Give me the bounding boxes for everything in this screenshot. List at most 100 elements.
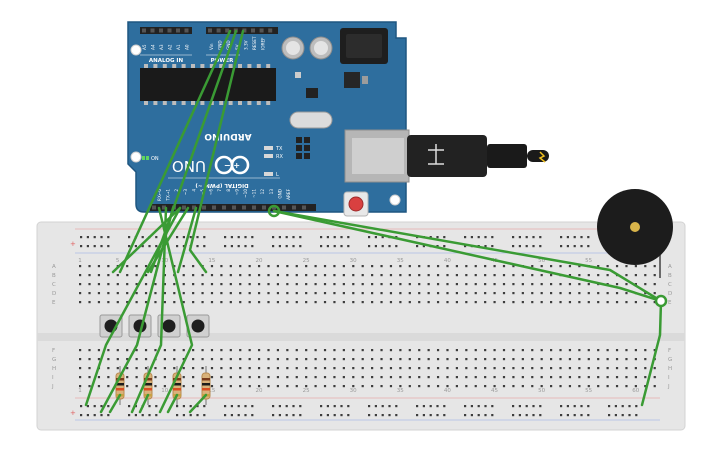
grid-hole[interactable] <box>625 292 628 295</box>
digital-pin[interactable] <box>222 205 226 210</box>
grid-hole[interactable] <box>116 292 119 295</box>
grid-hole[interactable] <box>380 265 383 268</box>
grid-hole[interactable] <box>295 358 298 361</box>
grid-hole[interactable] <box>465 301 468 304</box>
grid-hole[interactable] <box>521 283 524 286</box>
grid-hole[interactable] <box>286 385 289 388</box>
grid-hole[interactable] <box>484 367 487 370</box>
grid-hole[interactable] <box>126 265 129 268</box>
grid-hole[interactable] <box>144 301 148 304</box>
grid-hole[interactable] <box>192 358 195 361</box>
grid-hole[interactable] <box>418 349 421 352</box>
grid-hole[interactable] <box>295 385 298 388</box>
rail-hole[interactable] <box>443 245 446 248</box>
grid-hole[interactable] <box>559 292 562 295</box>
grid-hole[interactable] <box>163 367 166 370</box>
rail-hole[interactable] <box>381 236 384 239</box>
rail-hole[interactable] <box>374 245 377 248</box>
rail-hole[interactable] <box>491 245 494 248</box>
grid-hole[interactable] <box>333 265 336 268</box>
grid-hole[interactable] <box>474 376 477 379</box>
grid-hole[interactable] <box>173 265 176 268</box>
rail-hole[interactable] <box>182 405 185 408</box>
grid-hole[interactable] <box>267 358 270 361</box>
grid-hole[interactable] <box>276 283 280 286</box>
wires[interactable] <box>84 29 668 414</box>
grid-hole[interactable] <box>295 376 298 379</box>
rail-hole[interactable] <box>518 414 521 417</box>
grid-hole[interactable] <box>323 349 327 352</box>
grid-hole[interactable] <box>79 376 82 379</box>
grid-hole[interactable] <box>220 265 223 268</box>
grid-hole[interactable] <box>79 292 82 295</box>
grid-hole[interactable] <box>229 367 232 370</box>
grid-hole[interactable] <box>314 358 317 361</box>
rail-hole[interactable] <box>196 236 199 239</box>
rail-hole[interactable] <box>155 236 158 239</box>
grid-hole[interactable] <box>248 265 251 268</box>
wire-endpoint-selected[interactable] <box>654 294 668 308</box>
grid-hole[interactable] <box>502 349 506 352</box>
grid-hole[interactable] <box>173 292 176 295</box>
grid-hole[interactable] <box>540 283 543 286</box>
wire-endpoint-selected[interactable] <box>267 204 281 218</box>
grid-hole[interactable] <box>220 358 223 361</box>
rail-hole[interactable] <box>388 245 391 248</box>
grid-hole[interactable] <box>512 376 515 379</box>
rail-hole[interactable] <box>539 414 542 417</box>
grid-hole[interactable] <box>597 367 600 370</box>
grid-hole[interactable] <box>634 349 637 352</box>
rail-hole[interactable] <box>422 414 425 417</box>
grid-hole[interactable] <box>644 376 647 379</box>
grid-hole[interactable] <box>333 274 336 277</box>
grid-hole[interactable] <box>257 376 261 379</box>
grid-hole[interactable] <box>210 265 214 268</box>
grid-hole[interactable] <box>408 274 411 277</box>
grid-hole[interactable] <box>135 283 138 286</box>
grid-hole[interactable] <box>248 358 251 361</box>
grid-hole[interactable] <box>436 358 440 361</box>
grid-hole[interactable] <box>502 358 506 361</box>
rail-hole[interactable] <box>237 405 240 408</box>
power-pin[interactable] <box>268 28 273 33</box>
grid-hole[interactable] <box>568 283 572 286</box>
grid-hole[interactable] <box>173 367 176 370</box>
grid-hole[interactable] <box>323 265 327 268</box>
grid-hole[interactable] <box>239 367 242 370</box>
grid-hole[interactable] <box>587 349 590 352</box>
rail-hole[interactable] <box>628 405 631 408</box>
grid-hole[interactable] <box>484 301 487 304</box>
rail-hole[interactable] <box>244 236 247 239</box>
grid-hole[interactable] <box>653 367 656 370</box>
grid-hole[interactable] <box>389 385 393 388</box>
grid-hole[interactable] <box>239 283 242 286</box>
rail-hole[interactable] <box>395 245 398 248</box>
grid-hole[interactable] <box>502 376 506 379</box>
rail-hole[interactable] <box>464 236 467 239</box>
grid-hole[interactable] <box>286 358 289 361</box>
grid-hole[interactable] <box>210 283 214 286</box>
rail-hole[interactable] <box>374 236 377 239</box>
rail-hole[interactable] <box>491 236 494 239</box>
rail-hole[interactable] <box>326 245 329 248</box>
rail-hole[interactable] <box>614 405 617 408</box>
grid-hole[interactable] <box>446 367 449 370</box>
rail-hole[interactable] <box>285 236 288 239</box>
rail-hole[interactable] <box>525 236 528 239</box>
rail-hole[interactable] <box>176 236 179 239</box>
rail-hole[interactable] <box>272 236 275 239</box>
grid-hole[interactable] <box>484 265 487 268</box>
grid-hole[interactable] <box>371 349 374 352</box>
rail-hole[interactable] <box>176 414 179 417</box>
grid-hole[interactable] <box>484 349 487 352</box>
grid-hole[interactable] <box>380 385 383 388</box>
analog-pin[interactable] <box>142 28 146 33</box>
jumper-wire[interactable] <box>111 206 182 274</box>
grid-hole[interactable] <box>606 358 609 361</box>
grid-hole[interactable] <box>220 283 223 286</box>
rail-hole[interactable] <box>285 245 288 248</box>
grid-hole[interactable] <box>512 292 515 295</box>
grid-hole[interactable] <box>342 349 345 352</box>
grid-hole[interactable] <box>361 367 364 370</box>
grid-hole[interactable] <box>474 301 477 304</box>
